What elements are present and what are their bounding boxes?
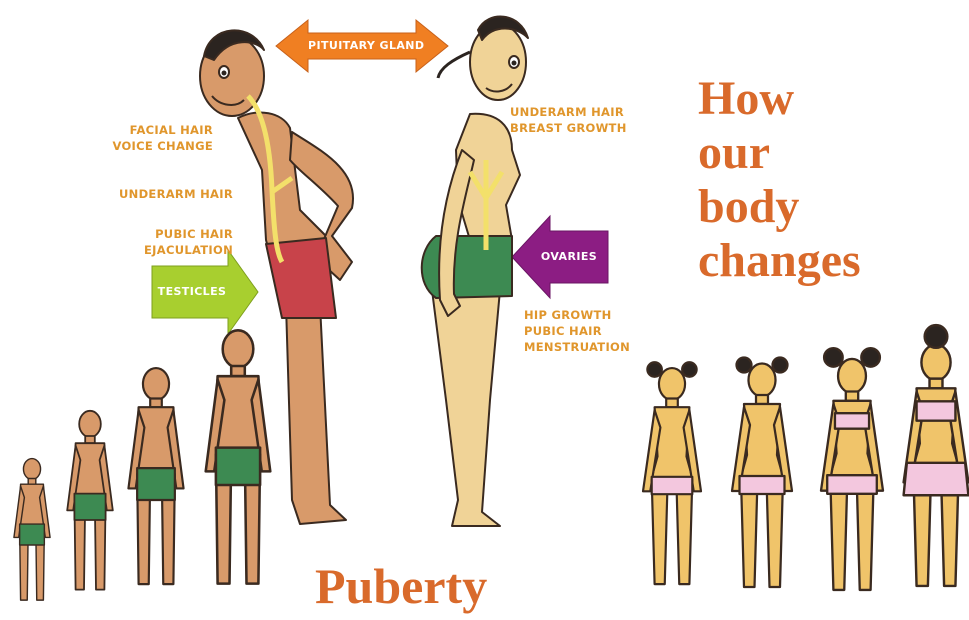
male-change-underarm-hair: UNDERARM HAIR (119, 186, 233, 202)
female-change-pubic-hair: PUBIC HAIR (524, 323, 602, 339)
side-title-line-3: body (698, 180, 861, 234)
male-change-facial-hair: FACIAL HAIR (130, 122, 213, 138)
male-change-ejaculation: EJACULATION (144, 242, 233, 258)
ovaries-label: OVARIES (530, 250, 608, 263)
side-title-line-2: our (698, 126, 861, 180)
girl-figure-2 (732, 358, 792, 588)
side-title: How our body changes (698, 72, 861, 288)
girl-figure-1 (643, 362, 701, 584)
male-change-voice: VOICE CHANGE (112, 138, 213, 154)
side-title-line-1: How (698, 72, 861, 126)
side-title-line-4: changes (698, 234, 861, 288)
girl-figure-3 (821, 348, 883, 590)
boy-figure-4 (206, 330, 271, 583)
female-change-breast-growth: BREAST GROWTH (510, 120, 627, 136)
boys-growth-sequence (14, 330, 270, 600)
central-female-figure (422, 17, 528, 526)
male-change-pubic-hair: PUBIC HAIR (155, 226, 233, 242)
boy-figure-3 (128, 368, 183, 584)
female-change-hip-growth: HIP GROWTH (524, 307, 612, 323)
boy-figure-1 (14, 459, 50, 601)
main-title: Puberty (315, 556, 487, 616)
girls-growth-sequence (643, 325, 968, 590)
pituitary-gland-label: PITUITARY GLAND (308, 39, 416, 52)
female-change-menstruation: MENSTRUATION (524, 339, 630, 355)
girl-figure-4 (904, 325, 969, 586)
female-change-underarm-hair: UNDERARM HAIR (510, 104, 624, 120)
boy-figure-2 (67, 411, 113, 590)
testicles-label: TESTICLES (152, 285, 232, 298)
